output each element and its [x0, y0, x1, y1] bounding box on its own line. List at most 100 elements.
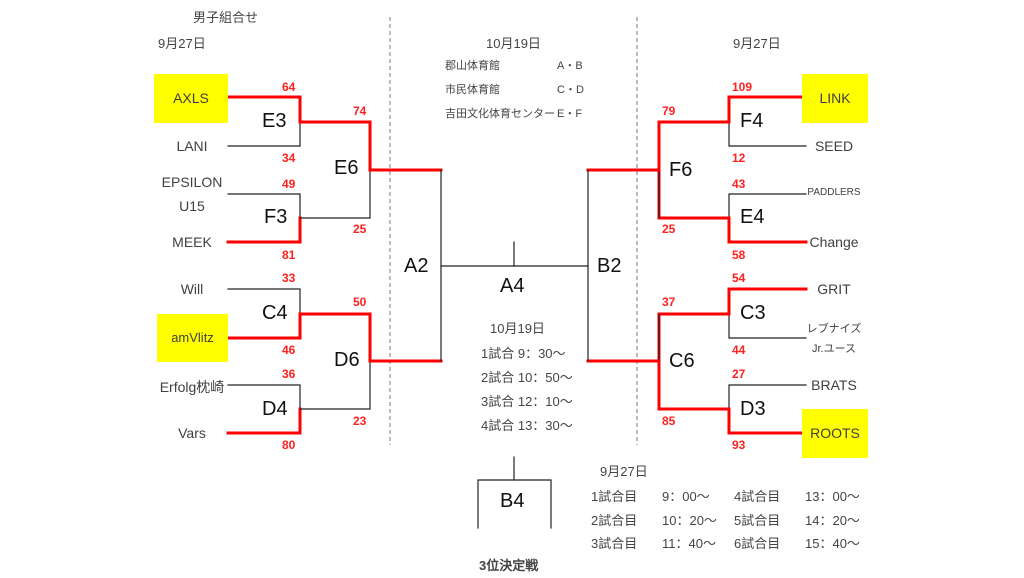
- score-e4-bottom: 58: [732, 248, 746, 262]
- line-roots: [727, 407, 808, 435]
- team-erfolg: Erfolg枕崎: [159, 379, 225, 395]
- team-link: LINK: [802, 74, 868, 123]
- score-f3-top: 49: [282, 177, 296, 191]
- score-d3-bottom: 93: [732, 438, 746, 452]
- page-title: 男子組合せ: [193, 10, 259, 25]
- line-f4-winner: [657, 120, 731, 172]
- line-f3-winner: [299, 169, 371, 219]
- line-seed: [728, 121, 807, 147]
- line-revnaize: [728, 313, 807, 339]
- score-c6-bottom: 85: [662, 414, 676, 428]
- score-f4-top: 109: [732, 80, 753, 94]
- match-c4: C4: [262, 302, 288, 324]
- sept-time: 9：00～: [662, 489, 710, 504]
- line-change: [727, 216, 808, 244]
- score-c3-top: 54: [732, 271, 746, 285]
- final-game: 1試合 9：30～: [481, 346, 566, 361]
- match-e4: E4: [740, 206, 765, 228]
- match-e3: E3: [262, 110, 287, 132]
- final-game: 2試合 10：50～: [481, 370, 573, 385]
- team-lani: LANI: [176, 138, 208, 154]
- line-grit: [727, 287, 808, 316]
- match-f3: F3: [264, 206, 288, 228]
- sept-game: 3試合目: [591, 536, 638, 551]
- final-game: 3試合 12：10～: [481, 394, 573, 409]
- line-epsilon: [227, 193, 301, 219]
- score-f6-top: 79: [662, 104, 676, 118]
- score-e4-top: 43: [732, 177, 746, 191]
- line-erfolg: [227, 384, 301, 410]
- score-c4-top: 33: [282, 271, 296, 285]
- sept-time: 13：00～: [805, 489, 860, 504]
- sept-time: 15：40～: [805, 536, 860, 551]
- score-d6-top: 50: [353, 295, 367, 309]
- venue-name: 市民体育館: [445, 84, 500, 96]
- team-change: Change: [809, 234, 859, 250]
- team-vars: Vars: [178, 425, 206, 441]
- venue-courts: C・D: [557, 84, 584, 96]
- score-f6-bottom: 25: [662, 222, 676, 236]
- sept-game: 2試合目: [591, 513, 638, 528]
- left-date: 9月27日: [158, 36, 206, 51]
- score-f4-bottom: 12: [732, 151, 746, 165]
- match-b2: B2: [597, 255, 622, 277]
- line-meek: [226, 216, 302, 244]
- line-paddlers: [728, 193, 807, 219]
- match-f4: F4: [740, 110, 764, 132]
- right-date: 9月27日: [733, 36, 781, 51]
- venue-courts: A・B: [557, 60, 583, 72]
- venue-name: 吉田文化体育センター: [445, 108, 555, 120]
- team-will: Will: [180, 281, 204, 297]
- score-c4-bottom: 46: [282, 343, 296, 357]
- team-meek: MEEK: [172, 234, 212, 250]
- line-lani: [227, 121, 301, 147]
- line-brats: [728, 384, 807, 410]
- venue-courts: E・F: [557, 108, 583, 120]
- team-revnaize: レブナイズ: [806, 323, 862, 335]
- team-roots: ROOTS: [802, 409, 868, 458]
- line-d4-winner: [299, 360, 371, 410]
- match-c3: C3: [740, 302, 766, 324]
- team-axls: AXLS: [154, 74, 228, 123]
- score-c3-bottom: 44: [732, 343, 746, 357]
- line-c4-winner: [298, 312, 372, 363]
- line-will: [227, 288, 301, 315]
- match-a2: A2: [404, 255, 429, 277]
- team-grit: GRIT: [817, 281, 851, 297]
- sept-time: 10：20～: [662, 513, 717, 528]
- score-c6-top: 37: [662, 295, 676, 309]
- score-e6-bottom: 25: [353, 222, 367, 236]
- team-jr-youth: Jr.ユース: [811, 343, 857, 355]
- score-f3-bottom: 81: [282, 248, 296, 262]
- sept-game: 5試合目: [734, 513, 781, 528]
- team-brats: BRATS: [811, 377, 857, 393]
- line-e3-winner: [298, 120, 372, 172]
- score-e3-bottom: 34: [282, 151, 296, 165]
- match-a4: A4: [500, 275, 525, 297]
- final-schedule-date: 10月19日: [490, 321, 545, 336]
- final-game: 4試合 13：30～: [481, 418, 573, 433]
- team-u15: U15: [179, 198, 205, 214]
- score-d3-top: 27: [732, 367, 746, 381]
- sept-time: 14：20～: [805, 513, 860, 528]
- team-epsilon: EPSILON: [161, 174, 223, 190]
- venue-name: 郡山体育館: [445, 60, 500, 72]
- match-d4: D4: [262, 398, 288, 420]
- sept-time: 11：40～: [662, 536, 716, 551]
- match-d3: D3: [740, 398, 766, 420]
- line-d3-winner: [657, 359, 731, 411]
- sept-schedule-date: 9月27日: [600, 464, 648, 479]
- score-d6-bottom: 23: [353, 414, 367, 428]
- score-d4-top: 36: [282, 367, 296, 381]
- match-f6: F6: [669, 159, 693, 181]
- team-paddlers: PADDLERS: [807, 187, 861, 198]
- score-e3-top: 64: [282, 80, 296, 94]
- match-c6: C6: [669, 350, 695, 372]
- sept-game: 6試合目: [734, 536, 781, 551]
- team-amvlitz: amVlitz: [157, 314, 228, 362]
- center-date: 10月19日: [486, 36, 541, 51]
- line-vars: [226, 407, 302, 435]
- match-d6: D6: [334, 349, 360, 371]
- team-seed: SEED: [814, 138, 854, 154]
